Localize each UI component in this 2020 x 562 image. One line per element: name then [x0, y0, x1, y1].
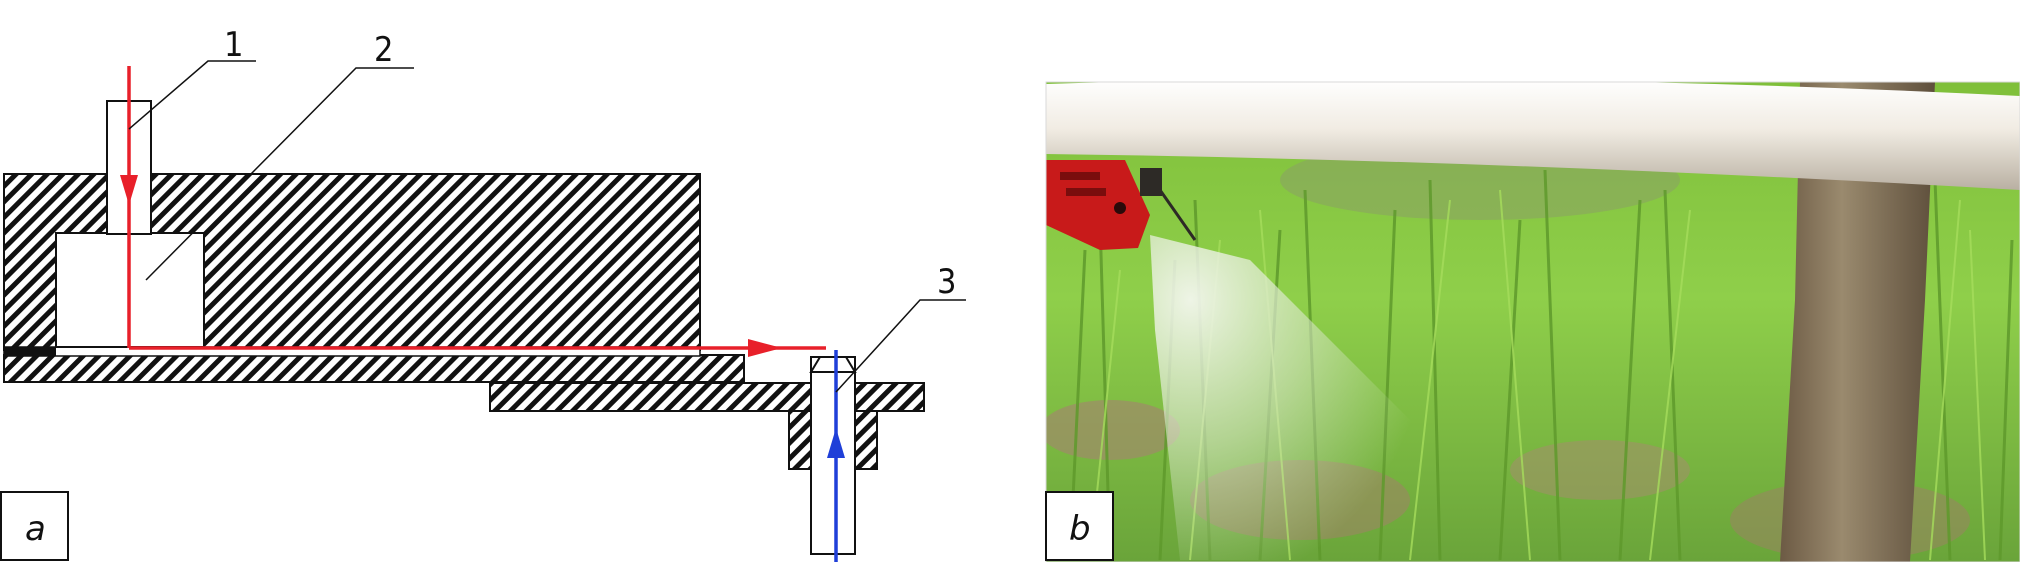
channel-seal	[4, 347, 56, 356]
liquid-flow-path	[120, 66, 826, 357]
bottom-plate	[3, 354, 745, 383]
liquid-arrow-right	[748, 339, 782, 357]
liquid-arrow-down	[120, 175, 138, 205]
air-arrow-up	[827, 428, 845, 458]
callout-3: 3	[937, 262, 956, 302]
callout-2: 2	[374, 30, 393, 70]
air-flow-path	[827, 350, 845, 562]
spray-cone	[1150, 235, 1420, 560]
schematic-panel-a: 1 2 3 a	[0, 25, 966, 562]
leader-line-1	[128, 60, 256, 130]
panel-label-b: b	[1069, 509, 1091, 549]
panel-label-b-box	[1045, 491, 1114, 561]
photo-panel-b	[1046, 82, 2020, 562]
panel-label-a: a	[25, 509, 46, 549]
leader-line-2	[145, 67, 414, 281]
sprayer-unit	[1046, 160, 1197, 250]
callout-1: 1	[224, 25, 243, 65]
photo-frame	[1045, 81, 2020, 562]
leader-line-3	[835, 299, 966, 393]
support-pipe	[1046, 82, 2020, 190]
panel-label-a-box	[0, 491, 69, 561]
tree-trunk	[1780, 82, 1935, 562]
nozzle-tip	[809, 356, 857, 373]
lower-right-plate	[489, 382, 925, 412]
